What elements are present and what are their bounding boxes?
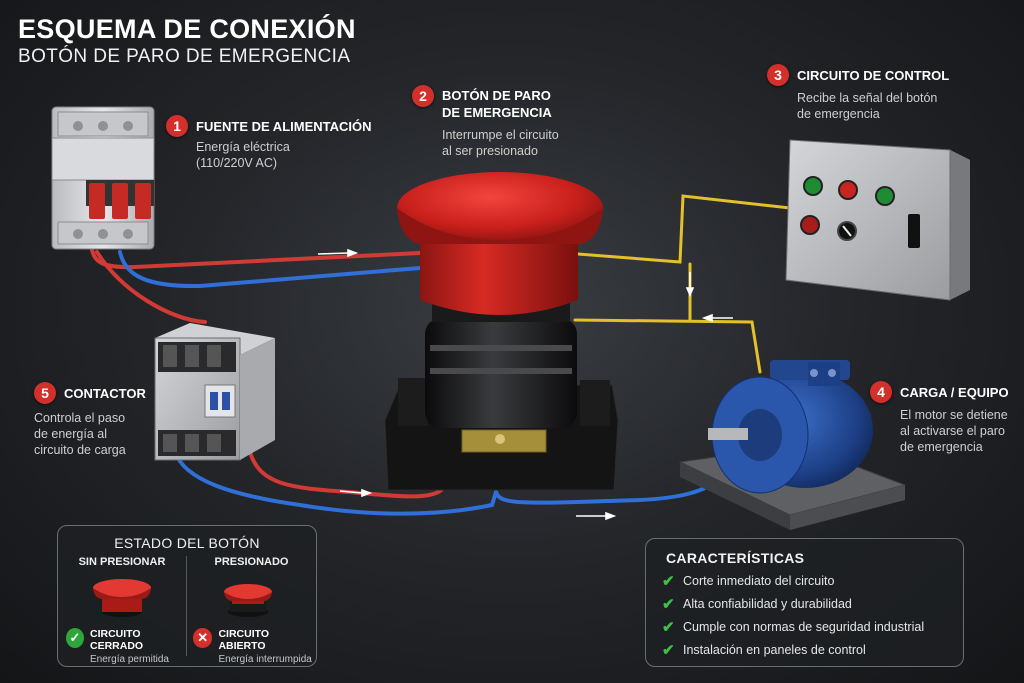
callout-title: CIRCUITO DE CONTROL xyxy=(797,68,950,83)
emergency-stop-button-icon xyxy=(384,172,619,491)
callout-power-source: 1 FUENTE DE ALIMENTACIÓN Energía eléctri… xyxy=(166,115,372,171)
contactor-icon xyxy=(154,323,275,461)
state-status: CIRCUITO ABIERTO xyxy=(218,628,270,652)
callout-title: FUENTE DE ALIMENTACIÓN xyxy=(196,119,372,134)
callout-title-line: BOTÓN DE PARO xyxy=(442,88,551,103)
feature-text: Alta confiabilidad y durabilidad xyxy=(683,596,852,611)
callout-number: 4 xyxy=(870,381,892,403)
callout-title-line: DE EMERGENCIA xyxy=(442,105,552,120)
feature-item: ✔ Corte inmediato del circuito xyxy=(662,569,924,592)
callout-desc-line: de emergencia xyxy=(900,440,983,454)
callout-title: CONTACTOR xyxy=(64,386,146,401)
callout-title: CARGA / EQUIPO xyxy=(900,385,1009,400)
feature-text: Cumple con normas de seguridad industria… xyxy=(683,619,925,634)
callout-desc-line: Recibe la señal del botón xyxy=(797,91,938,105)
control-panel-icon xyxy=(785,139,970,301)
feature-text: Corte inmediato del circuito xyxy=(683,573,835,588)
callout-desc-line: El motor se detiene xyxy=(900,408,1008,422)
circuit-breaker-icon xyxy=(51,106,155,250)
yellow-wire xyxy=(573,194,792,374)
divider xyxy=(186,556,187,656)
page-title: ESQUEMA DE CONEXIÓN xyxy=(18,14,356,44)
callout-desc-line: Energía eléctrica xyxy=(196,140,290,154)
callout-number: 2 xyxy=(412,85,434,107)
state-detail: Energía interrumpida xyxy=(218,654,312,665)
state-pressed: PRESIONADO ✕ CIRCUITO ABIERTO Energía in… xyxy=(187,556,316,665)
callout-control-circuit: 3 CIRCUITO DE CONTROL Recibe la señal de… xyxy=(767,64,949,122)
button-state-title: ESTADO DEL BOTÓN xyxy=(114,535,260,551)
check-circle-icon: ✓ xyxy=(66,628,85,648)
motor-icon xyxy=(678,360,907,530)
state-detail: Energía permitida xyxy=(90,654,169,665)
callout-desc-line: Interrumpe el circuito xyxy=(442,128,559,142)
callout-desc-line: de emergencia xyxy=(797,107,880,121)
released-button-icon xyxy=(93,579,151,617)
callout-load-equipment: 4 CARGA / EQUIPO El motor se detiene al … xyxy=(870,381,1009,455)
button-state-panel: ESTADO DEL BOTÓN SIN PRESIONAR ✓ CIRCUIT… xyxy=(57,525,317,667)
check-icon: ✔ xyxy=(662,572,675,590)
features-title: CARACTERÍSTICAS xyxy=(666,550,805,566)
callout-number: 1 xyxy=(166,115,188,137)
blue-wire xyxy=(118,250,722,516)
check-icon: ✔ xyxy=(662,618,675,636)
pressed-button-icon xyxy=(224,584,272,617)
x-circle-icon: ✕ xyxy=(193,628,213,648)
state-header: PRESIONADO xyxy=(214,556,289,568)
callout-desc-line: (110/220V AC) xyxy=(196,156,278,170)
callout-number: 5 xyxy=(34,382,56,404)
callout-number: 3 xyxy=(767,64,789,86)
callout-desc-line: al ser presionado xyxy=(442,144,538,158)
features-panel: CARACTERÍSTICAS ✔ Corte inmediato del ci… xyxy=(645,538,964,667)
callout-desc-line: al activarse el paro xyxy=(900,424,1005,438)
callout-desc-line: Controla el paso xyxy=(34,411,126,425)
state-status: CIRCUITO CERRADO xyxy=(90,628,144,652)
feature-item: ✔ Instalación en paneles de control xyxy=(662,638,924,661)
flow-arrows xyxy=(317,248,733,521)
callout-desc-line: de energía al xyxy=(34,427,107,441)
state-header: SIN PRESIONAR xyxy=(78,556,166,568)
state-released: SIN PRESIONAR ✓ CIRCUITO CERRADO Energía… xyxy=(58,556,186,665)
page-subtitle: BOTÓN DE PARO DE EMERGENCIA xyxy=(18,46,351,67)
feature-item: ✔ Alta confiabilidad y durabilidad xyxy=(662,592,924,615)
feature-text: Instalación en paneles de control xyxy=(683,642,866,657)
callout-contactor: 5 CONTACTOR Controla el paso de energía … xyxy=(34,382,146,458)
callout-desc-line: circuito de carga xyxy=(34,443,126,457)
callout-emergency-button: 2 BOTÓN DE PARO DE EMERGENCIA Interrumpe… xyxy=(412,85,559,159)
check-icon: ✔ xyxy=(662,595,675,613)
check-icon: ✔ xyxy=(662,641,675,659)
feature-item: ✔ Cumple con normas de seguridad industr… xyxy=(662,615,924,638)
